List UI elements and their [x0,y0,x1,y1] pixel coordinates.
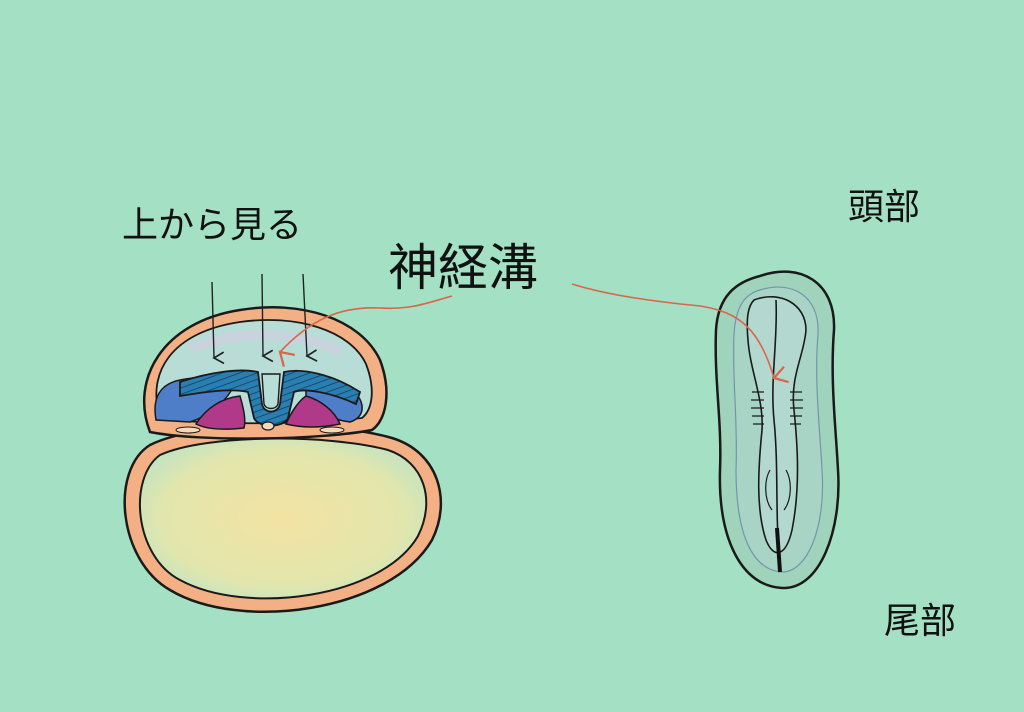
neural-plate-dorsal [746,295,807,554]
notochord [261,421,275,431]
mesoderm-left [194,395,246,430]
mesoderm-right [284,395,342,428]
neural-groove-dorsal [772,299,779,541]
label-neural-groove: 神経溝 [388,239,538,297]
label-tail: 尾部 [884,601,957,642]
pointer-lines [278,283,789,384]
yolk-sac [123,424,442,613]
view-arrows [211,273,318,365]
pointer-to-dorsal-view [571,283,789,384]
somites [751,391,803,425]
label-view-from-above: 上から見る [122,205,303,246]
dorsal-view [714,270,840,590]
pointer-to-cross-section [278,295,453,367]
label-head: 頭部 [848,187,921,228]
cross-section [123,273,442,613]
neural-plate [179,369,362,427]
neural-groove-notch [261,373,281,410]
